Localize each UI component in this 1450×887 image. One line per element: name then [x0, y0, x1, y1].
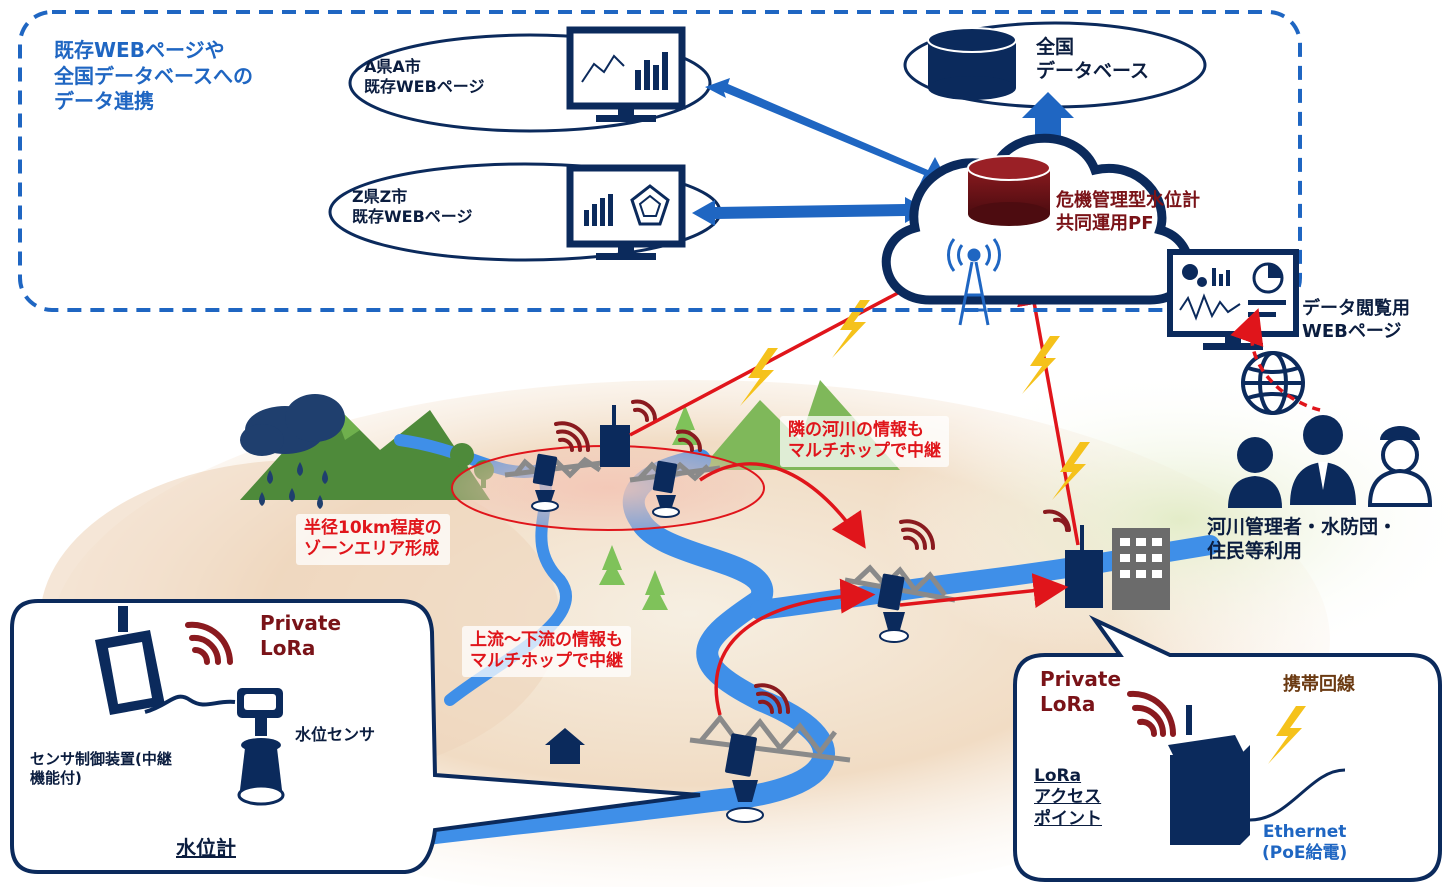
building-icon	[1112, 528, 1170, 610]
linkage-title-line-2: 全国データベースへの	[54, 63, 253, 88]
lora-wave-icon	[185, 621, 233, 665]
ap-line-1: LoRa	[1034, 766, 1082, 786]
site-a-line-1: A県A市	[364, 57, 421, 76]
site-a-label: A県A市 既存WEBページ	[364, 57, 484, 97]
users-icon	[1228, 415, 1433, 508]
house-icon	[545, 728, 585, 764]
upstream-line-2: マルチホップで中継	[470, 651, 623, 672]
controller-line-2: 機能付)	[30, 768, 82, 787]
sensor-cable	[144, 694, 236, 714]
ap-lora-label: Private LoRa	[1040, 667, 1121, 717]
neighbor-line-1: 隣の河川の情報も	[788, 420, 924, 440]
sensor-panel	[10, 599, 701, 874]
sensor-lora-line-2: LoRa	[260, 636, 316, 660]
mobile-lightning-icon	[1268, 706, 1306, 764]
globe-icon	[1241, 351, 1305, 415]
viewer-label: データ閲覧用 WEBページ	[1302, 298, 1410, 343]
platform-line-2: 共同運用PF	[1056, 212, 1154, 234]
controller-label: センサ制御装置(中継 機能付)	[30, 750, 172, 788]
trees	[450, 405, 698, 610]
linkage-title-line-1: 既存WEBページや	[54, 38, 225, 62]
national-db-line-a: 全国	[1036, 36, 1075, 58]
rain-cloud-icon	[240, 394, 345, 509]
platform-database-icon	[967, 155, 1051, 226]
linkage-title: 既存WEBページや 全国データベースへの データ連携	[54, 38, 253, 115]
water-gauge-title: 水位計	[176, 836, 236, 860]
site-z-line-2: 既存WEBページ	[352, 207, 473, 226]
ap-lora-line-1: Private	[1040, 667, 1122, 691]
platform-label: 危機管理型水位計 共同運用PF	[1056, 190, 1200, 235]
radio-wave-icon	[554, 399, 1071, 714]
mobile-line-label: 携帯回線	[1283, 674, 1355, 695]
water-sensor-label: 水位センサ	[295, 725, 376, 744]
platform-line-1: 危機管理型水位計	[1056, 190, 1200, 211]
national-db-text: 全国 データベース	[1036, 36, 1149, 84]
neighbor-callout: 隣の河川の情報も マルチホップで中継	[780, 416, 949, 467]
national-db-line-b: データベース	[1036, 59, 1150, 82]
zone-callout: 半径10km程度の ゾーンエリア形成	[296, 514, 450, 565]
access-point-icon	[1168, 705, 1250, 845]
water-level-sensor-icon	[531, 453, 909, 823]
sensor-lora-line-1: Private	[260, 611, 342, 635]
viewer-monitor-icon	[1167, 249, 1299, 350]
zone-line-1: 半径10km程度の	[304, 518, 442, 538]
monitor-icon-z	[566, 164, 686, 260]
viewer-line-2: WEBページ	[1302, 320, 1402, 342]
upstream-line-1: 上流～下流の情報も	[470, 630, 623, 650]
ethernet-cable	[1249, 768, 1346, 822]
linkage-title-line-3: データ連携	[54, 89, 154, 114]
users-line-1: 河川管理者・水防団・	[1207, 516, 1398, 538]
ap-lora-line-2: LoRa	[1040, 692, 1096, 716]
users-label: 河川管理者・水防団・ 住民等利用	[1207, 516, 1397, 564]
bridges	[504, 456, 956, 763]
site-a-line-2: 既存WEBページ	[364, 77, 485, 96]
national-database-icon	[927, 27, 1017, 100]
controller-line-1: センサ制御装置(中継	[30, 750, 172, 768]
lora-wave-icon-ap	[1127, 690, 1177, 737]
access-point-panel	[1013, 614, 1442, 882]
relay-arrows	[629, 263, 1080, 716]
water-level-sensor-large-icon	[237, 688, 285, 806]
monitor-icon-a	[566, 26, 686, 122]
viewer-line-1: データ閲覧用	[1302, 298, 1410, 319]
zone-line-2: ゾーンエリア形成	[304, 539, 440, 560]
lightning-icon	[740, 300, 1090, 500]
data-linkage-region	[18, 10, 1302, 312]
ap-line-3: ポイント	[1034, 808, 1102, 829]
neighbor-line-2: マルチホップで中継	[788, 441, 941, 462]
radio-tower-icon	[947, 238, 1001, 326]
ethernet-line-2: (PoE給電)	[1262, 843, 1348, 864]
site-z-label: Z県Z市 既存WEBページ	[352, 187, 472, 227]
sensor-lora-label: Private LoRa	[260, 611, 341, 661]
upstream-callout: 上流～下流の情報も マルチホップで中継	[462, 626, 631, 677]
ethernet-line-1: Ethernet	[1262, 822, 1347, 842]
sensor-controller-icon	[95, 606, 165, 715]
ethernet-label: Ethernet (PoE給電)	[1262, 822, 1347, 865]
access-dashed-arrow	[1230, 308, 1321, 412]
site-z-line-1: Z県Z市	[352, 187, 408, 206]
ap-label: LoRa アクセス ポイント	[1034, 766, 1102, 830]
lora-gateway-icon	[600, 405, 1103, 608]
ap-line-2: アクセス	[1034, 787, 1102, 808]
users-line-2: 住民等利用	[1207, 539, 1303, 562]
